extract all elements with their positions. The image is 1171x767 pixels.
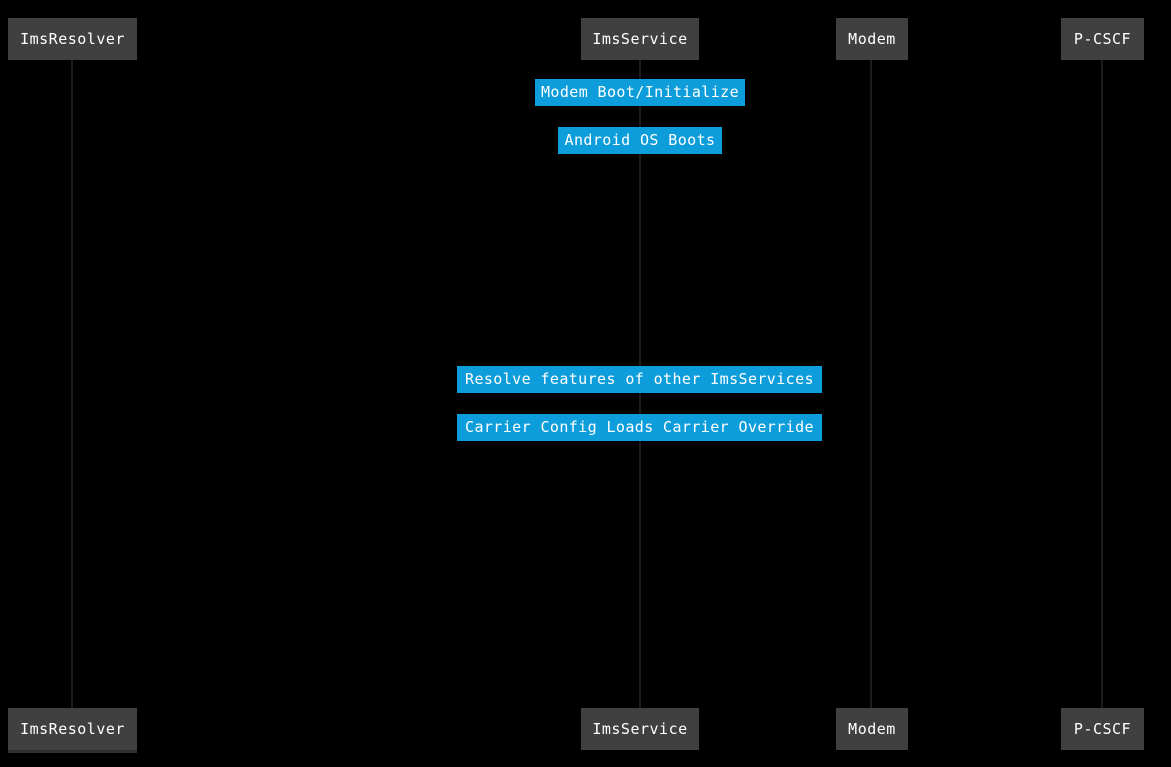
- participant-modem-bottom[interactable]: Modem: [836, 708, 908, 750]
- participant-ims-service-bottom[interactable]: ImsService: [581, 708, 699, 750]
- lifeline-ims-resolver: [71, 60, 73, 708]
- note-android-os-boots[interactable]: Android OS Boots: [558, 127, 722, 154]
- bottom-divider: [8, 750, 137, 753]
- participant-modem-top[interactable]: Modem: [836, 18, 908, 60]
- participant-p-cscf-bottom[interactable]: P-CSCF: [1061, 708, 1144, 750]
- participant-p-cscf-top[interactable]: P-CSCF: [1061, 18, 1144, 60]
- note-modem-boot-initialize[interactable]: Modem Boot/Initialize: [535, 79, 745, 106]
- lifeline-modem: [870, 60, 872, 708]
- participant-ims-resolver-bottom[interactable]: ImsResolver: [8, 708, 137, 750]
- participant-ims-resolver-top[interactable]: ImsResolver: [8, 18, 137, 60]
- note-carrier-config-loads-carrier-override[interactable]: Carrier Config Loads Carrier Override: [457, 414, 822, 441]
- lifeline-p-cscf: [1101, 60, 1103, 708]
- note-resolve-features-of-other-imsservices[interactable]: Resolve features of other ImsServices: [457, 366, 822, 393]
- participant-ims-service-top[interactable]: ImsService: [581, 18, 699, 60]
